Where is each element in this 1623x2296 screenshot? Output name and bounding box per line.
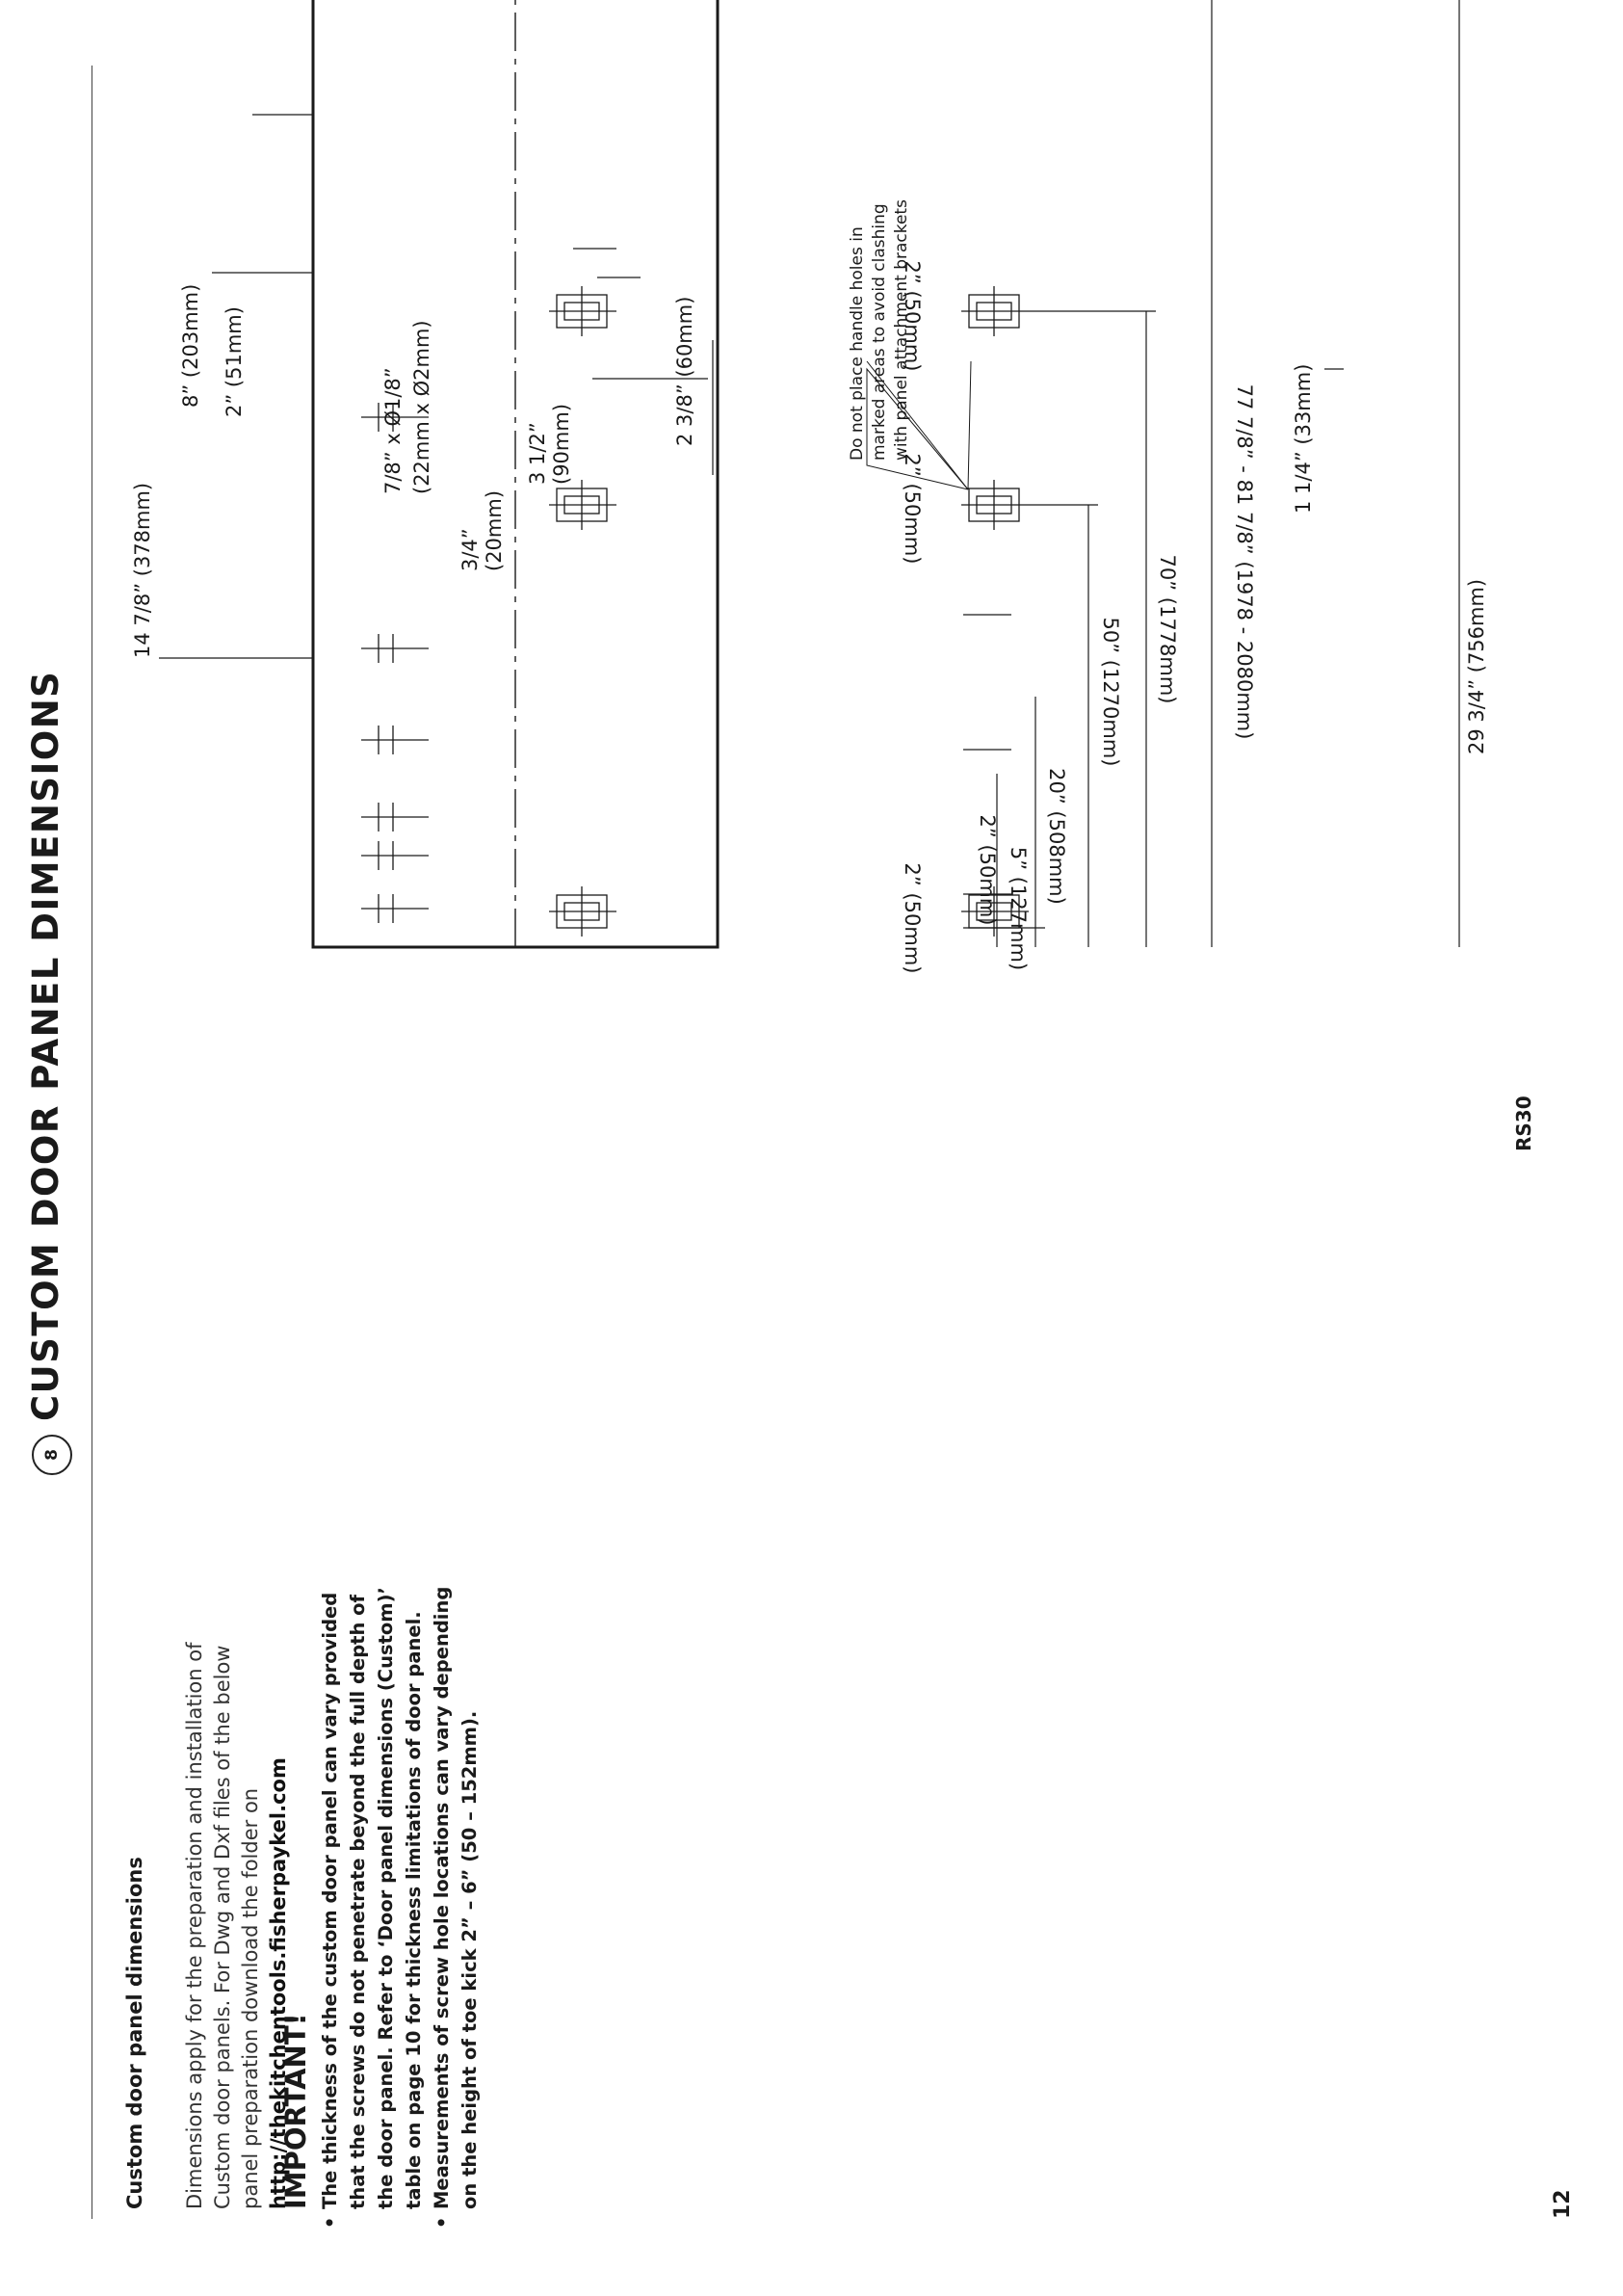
dim-3-1-2: 3 1/2” xyxy=(526,422,549,485)
dim-hole-size-mm: (22mm x Ø2mm) xyxy=(410,320,433,494)
bracket-note: Do not place handle holes in marked area… xyxy=(848,199,911,461)
bracket-zones xyxy=(549,286,1029,937)
dim-spacing: 2” (50mm) xyxy=(901,863,924,974)
bracket-zone xyxy=(549,286,616,336)
dim-14-7-8: 14 7/8” (378mm) xyxy=(131,483,154,658)
dim-hole-size: 7/8” x Ø1/8” xyxy=(381,367,405,494)
note-line: with panel attachment brackets xyxy=(892,199,911,461)
height-labels: 77 7/8” - 81 7/8” (1978 - 2080mm) 70” (1… xyxy=(1007,384,1256,971)
note-line: Do not place handle holes in xyxy=(848,226,867,461)
dim-20: 20” (508mm) xyxy=(1045,768,1068,905)
width-dimension-lines xyxy=(159,0,1460,947)
dim-3-4: 3/4” xyxy=(458,528,482,571)
dim-2-3-8: 2 3/8” (60mm) xyxy=(673,297,696,446)
dim-width: 29 3/4” (756mm) xyxy=(1465,579,1488,754)
note-line: marked areas to avoid clashing xyxy=(870,203,889,461)
screw-hole-markers xyxy=(361,403,429,923)
dim-overall-height: 77 7/8” - 81 7/8” (1978 - 2080mm) xyxy=(1233,384,1256,740)
bracket-zone xyxy=(961,480,1029,530)
dim-2: 2” (51mm) xyxy=(223,306,246,417)
dim-3-1-2-mm: (90mm) xyxy=(550,404,573,485)
dim-5: 5” (127mm) xyxy=(1007,847,1030,970)
bracket-zone xyxy=(961,286,1029,336)
spacing-labels: 2” (50mm) 2” (50mm) 2” (50mm) 2” (50mm) xyxy=(901,261,999,974)
dim-50: 50” (1270mm) xyxy=(1099,617,1122,766)
dim-spacing: 2” (50mm) xyxy=(901,454,924,565)
dim-spacing: 2” (50mm) xyxy=(976,815,999,926)
dim-70: 70” (1778mm) xyxy=(1156,554,1179,703)
dim-spacing: 2” (50mm) xyxy=(901,261,924,372)
bracket-zone xyxy=(549,480,616,530)
width-labels: 29 3/4” (756mm) 14 7/8” (378mm) 8” (203m… xyxy=(131,284,1488,754)
dim-8: 8” (203mm) xyxy=(179,284,202,408)
dim-1-1-4: 1 1/4” (33mm) xyxy=(1292,364,1315,514)
note-leader xyxy=(866,367,969,490)
bracket-zone xyxy=(549,886,616,937)
page-number: 12 xyxy=(1551,2189,1575,2219)
model-label: RS30 xyxy=(1512,1095,1535,1151)
dim-3-4-mm: (20mm) xyxy=(483,490,506,571)
height-dimension-lines xyxy=(963,0,1213,947)
